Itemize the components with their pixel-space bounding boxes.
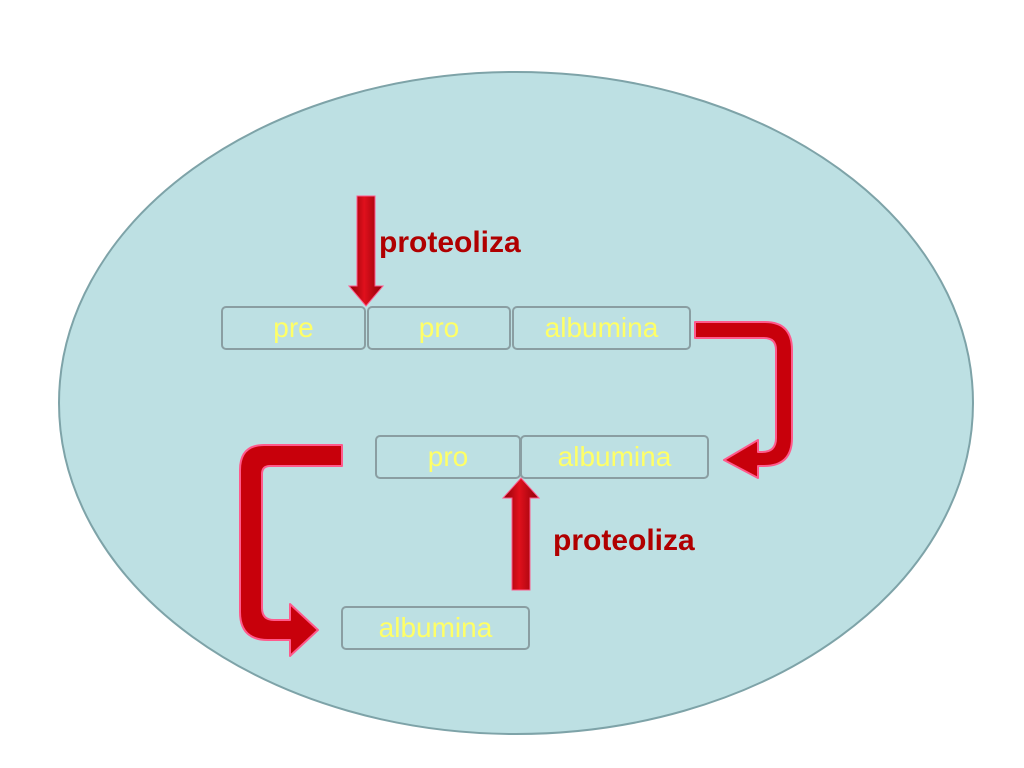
- curved-arrow-right: [694, 321, 793, 479]
- segment-albumina: albumina: [341, 606, 530, 650]
- segment-albumina: albumina: [520, 435, 709, 479]
- proteolysis-arrow-down: [347, 195, 385, 307]
- proteolysis-label-top: proteoliza: [379, 226, 521, 259]
- segment-pro: pro: [367, 306, 511, 350]
- proteolysis-arrow-up: [501, 477, 541, 591]
- proteolysis-label-bottom: proteoliza: [553, 524, 695, 557]
- segment-albumina: albumina: [512, 306, 691, 350]
- curved-arrow-left: [239, 444, 343, 657]
- cell-ellipse: [58, 71, 974, 735]
- segment-pro: pro: [375, 435, 521, 479]
- segment-pre: pre: [221, 306, 366, 350]
